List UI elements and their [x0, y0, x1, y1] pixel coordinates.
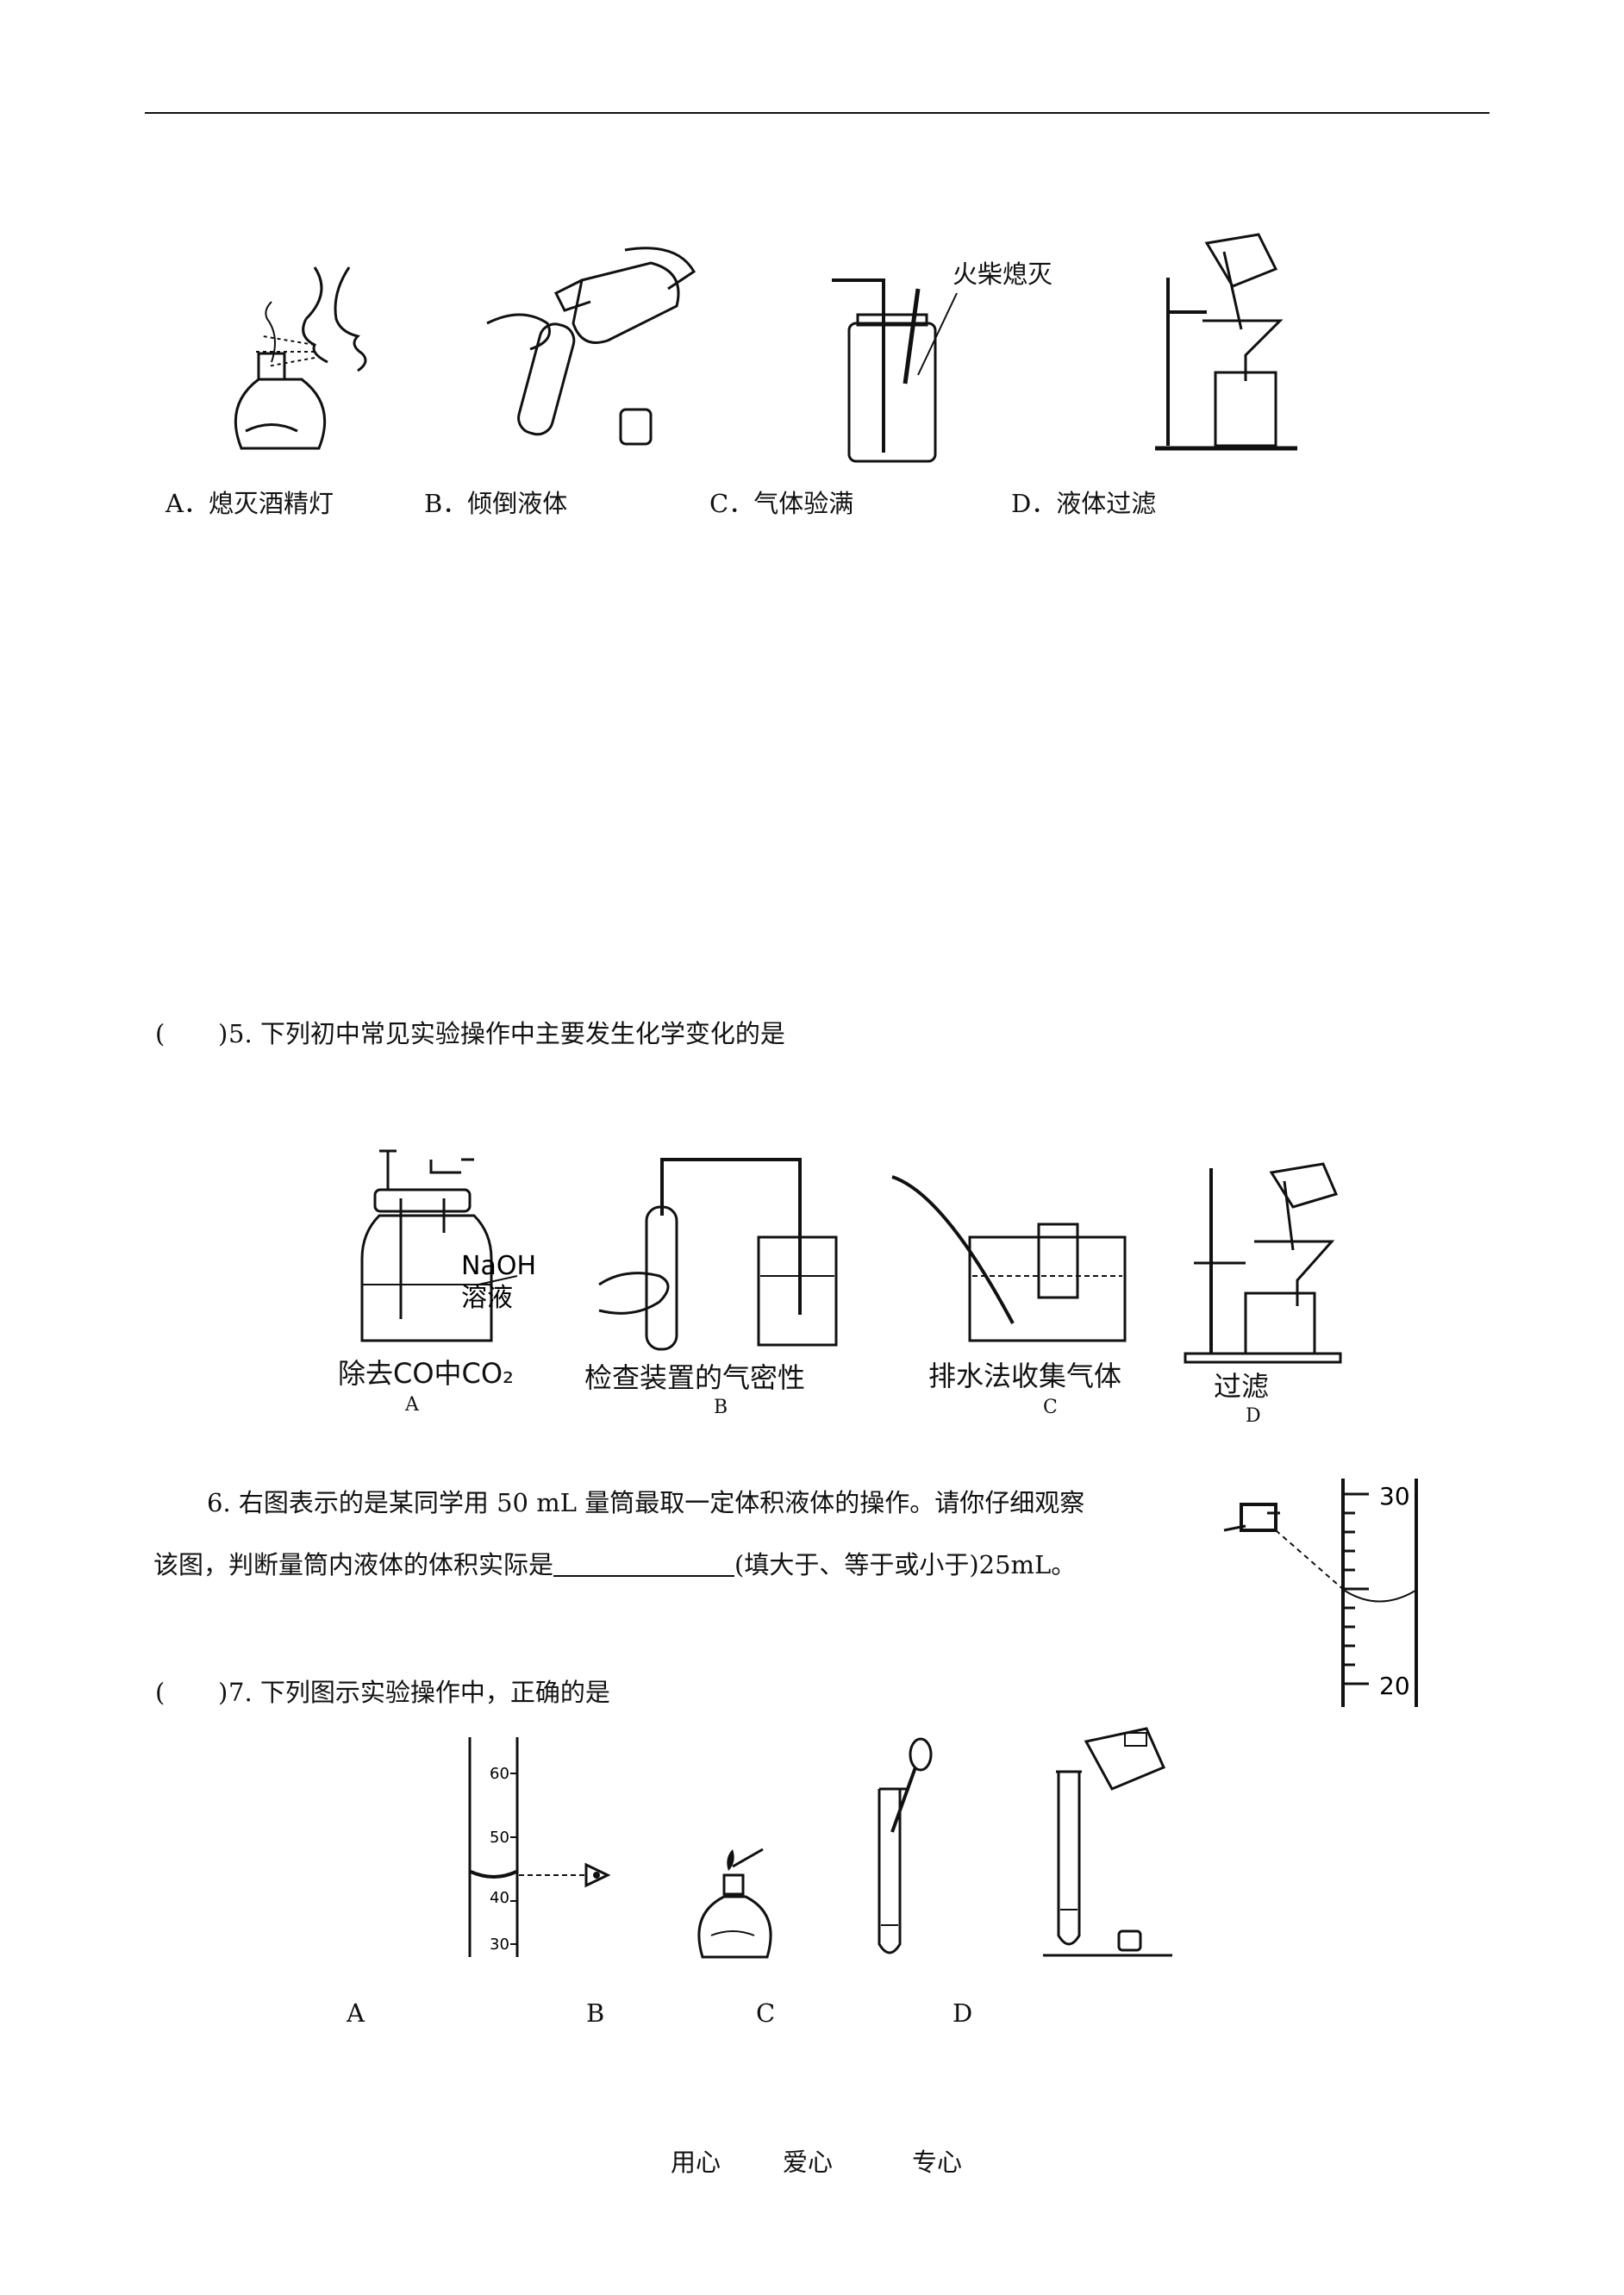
- q7-scale-60: 60: [490, 1765, 509, 1783]
- figure-graduated-cylinder-q6: 30 20: [1215, 1479, 1431, 1711]
- option-c: C．气体验满: [709, 489, 854, 518]
- match-extinguished-label: 火柴熄灭: [953, 260, 1053, 289]
- q5-letter-b: B: [714, 1397, 728, 1418]
- q5-caption-d: 过滤: [1214, 1370, 1270, 1403]
- option-b: B．倾倒液体: [424, 489, 568, 518]
- figure-dropper: [862, 1737, 948, 1961]
- footer-item-1: 用心: [671, 2148, 721, 2177]
- q5-letter-d: D: [1246, 1405, 1261, 1427]
- q6-scale-top: 30: [1379, 1482, 1410, 1510]
- option-a: A．熄灭酒精灯: [166, 489, 334, 518]
- q7-scale-50: 50: [490, 1829, 509, 1847]
- q7-bracket-close: ): [218, 1678, 228, 1707]
- q5-caption-c: 排水法收集气体: [928, 1360, 1122, 1392]
- figure-water-displacement: [888, 1173, 1138, 1354]
- figure-gas-full-test: 火柴熄灭: [823, 260, 1052, 466]
- figure-filter-apparatus: [1184, 1160, 1349, 1366]
- q7-letter-b: B: [586, 1998, 605, 2028]
- figure-read-cylinder: 60 50 40 30: [465, 1737, 638, 1961]
- q5-caption-b: 检查装置的气密性: [584, 1361, 806, 1394]
- solution-label: 溶液: [461, 1283, 513, 1313]
- figure-extinguish-lamp: [220, 259, 392, 466]
- option-d: D．液体过滤: [1011, 489, 1157, 518]
- q5-caption-a: 除去CO中CO₂: [338, 1357, 514, 1390]
- q5-bracket-open: (: [155, 1019, 166, 1048]
- q7-letter-c: C: [756, 1998, 776, 2028]
- q6-line-2-before: 该图，判断量筒内液体的体积实际是: [153, 1550, 554, 1579]
- q5-question-text: 5. 下列初中常见实验操作中主要发生化学变化的是: [228, 1019, 785, 1048]
- naoh-label: NaOH: [461, 1251, 536, 1281]
- figure-filtration: [1155, 226, 1310, 459]
- q7-letter-a: A: [347, 1998, 365, 2028]
- figure-light-lamp: [690, 1841, 784, 1970]
- q7-question-text: 7. 下列图示实验操作中，正确的是: [228, 1678, 610, 1707]
- q7-scale-30: 30: [490, 1935, 509, 1954]
- figure-pour-test-tube: [1043, 1724, 1190, 1966]
- q6-line-1: 6. 右图表示的是某同学用 50 mL 量筒最取一定体积液体的操作。请你仔细观察: [207, 1488, 1085, 1517]
- figure-remove-co2: NaOH 溶液: [340, 1147, 547, 1354]
- q6-scale-bottom: 20: [1379, 1672, 1410, 1700]
- answer-blank[interactable]: [553, 1551, 735, 1577]
- q6-line-2: 该图，判断量筒内液体的体积实际是 (填大于、等于或小于)25mL。: [153, 1549, 1076, 1580]
- header-rule: [145, 112, 1490, 114]
- figure-pour-liquid: [478, 246, 720, 461]
- q6-line-2-after: (填大于、等于或小于)25mL。: [734, 1550, 1077, 1579]
- q5-letter-a: A: [405, 1394, 419, 1416]
- q7-bracket-open: (: [155, 1678, 166, 1707]
- q5-bracket-close: ): [218, 1019, 228, 1048]
- footer-item-3: 专心: [912, 2148, 963, 2177]
- figure-airtightness: [595, 1155, 853, 1354]
- footer-item-2: 爱心: [783, 2148, 834, 2177]
- q7-scale-40: 40: [490, 1889, 509, 1907]
- q7-letter-d: D: [953, 1998, 973, 2028]
- q5-letter-c: C: [1043, 1397, 1058, 1418]
